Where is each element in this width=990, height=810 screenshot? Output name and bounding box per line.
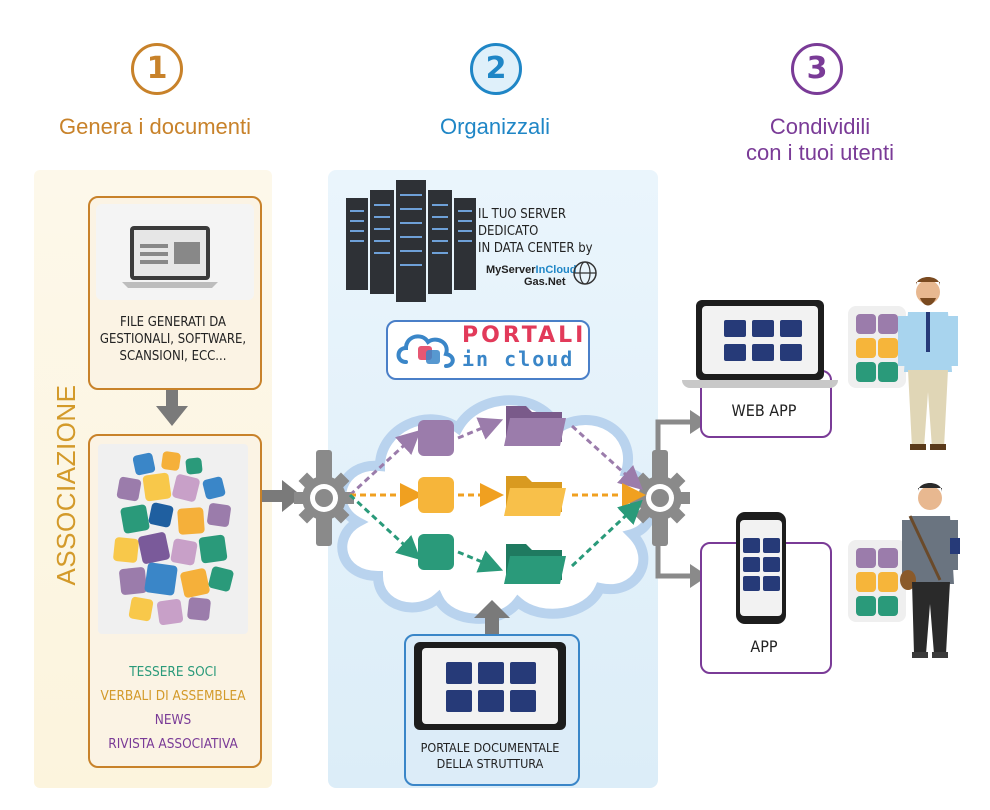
brand-part2: InCloud — [535, 264, 577, 276]
phone-btn-5 — [743, 576, 760, 591]
webapp-tile-purple-2 — [878, 314, 898, 334]
server-text-line2: IN DATA CENTER by — [478, 241, 593, 256]
output-connectors — [655, 410, 708, 588]
user-man-1-icon — [898, 277, 958, 450]
doc-type-tessere: TESSERE SOCI — [129, 664, 217, 680]
tablet-screen — [422, 648, 558, 724]
doc-type-verbali: VERBALI DI ASSEMBLEA — [100, 688, 246, 704]
step-3-title: Condividili con i tuoi utenti — [700, 114, 940, 166]
tablet-btn-5 — [478, 690, 504, 712]
right-arrow-icon — [262, 480, 302, 512]
cloud-logo-icon — [396, 334, 455, 368]
tablet-btn-6 — [510, 690, 536, 712]
folder-orange-icon — [504, 476, 566, 516]
app-tile-purple-2 — [878, 548, 898, 568]
step-1-title: Genera i documenti — [59, 114, 251, 139]
webapp-tile-green-1 — [856, 362, 876, 382]
step-3-number: 3 — [791, 43, 843, 95]
step-2-title: Organizzali — [439, 114, 551, 139]
files-label-line2: GESTIONALI, SOFTWARE, — [99, 332, 247, 347]
webapp-btn-4 — [724, 344, 746, 361]
webapp-label: WEB APP — [731, 401, 797, 420]
up-arrow-icon — [474, 600, 510, 636]
globe-icon — [573, 261, 597, 285]
tablet-btn-2 — [478, 662, 504, 684]
phone-btn-2 — [763, 538, 780, 553]
doc-type-news: NEWS — [154, 712, 192, 728]
app-label: APP — [750, 637, 778, 656]
portal-logo-line2: in cloud — [462, 347, 575, 371]
down-arrow-icon — [156, 390, 188, 426]
phone-btn-6 — [763, 576, 780, 591]
app-tile-green-1 — [856, 596, 876, 616]
folder-green-icon — [504, 544, 566, 584]
tablet-btn-4 — [446, 690, 472, 712]
webapp-tile-orange-2 — [878, 338, 898, 358]
laptop-webapp-screen — [702, 306, 818, 374]
portal-label: PORTALE DOCUMENTALE DELLA STRUTTURA — [406, 740, 574, 772]
brand-part1: MyServer — [486, 264, 536, 276]
folder-purple-icon — [504, 406, 566, 446]
user-man-2-icon — [900, 483, 960, 658]
portal-logo-line1: PORTALI — [462, 323, 587, 348]
files-label: FILE GENERATI DA GESTIONALI, SOFTWARE, S… — [90, 314, 256, 365]
webapp-btn-3 — [780, 320, 802, 337]
output-gear-icon — [630, 450, 690, 546]
laptop-webapp-base — [682, 380, 838, 388]
webapp-tile-purple-1 — [856, 314, 876, 334]
brand-part3: Gas.Net — [524, 276, 566, 288]
tablet-btn-3 — [510, 662, 536, 684]
server-rack-icon — [346, 180, 476, 302]
portal-label-line2: DELLA STRUTTURA — [436, 756, 544, 771]
server-text: IL TUO SERVER DEDICATO IN DATA CENTER by — [478, 206, 628, 257]
tablet-btn-1 — [446, 662, 472, 684]
server-text-line1: IL TUO SERVER DEDICATO — [478, 207, 567, 239]
webapp-btn-2 — [752, 320, 774, 337]
document-tiles — [113, 451, 234, 626]
step-1-number: 1 — [131, 43, 183, 95]
webapp-tile-green-2 — [878, 362, 898, 382]
side-label: ASSOCIAZIONE — [51, 384, 81, 586]
portal-label-line1: PORTALE DOCUMENTALE — [420, 740, 560, 755]
app-tile-orange-2 — [878, 572, 898, 592]
step-2-number: 2 — [470, 43, 522, 95]
input-gear-icon — [294, 450, 354, 546]
server-brand-logo: MyServerInCloud Gas.Net — [486, 264, 596, 298]
phone-btn-1 — [743, 538, 760, 553]
step-3-title-line1: Condividili — [769, 114, 871, 139]
webapp-btn-5 — [752, 344, 774, 361]
phone-btn-4 — [763, 557, 780, 572]
step-3-title-line2: con i tuoi utenti — [746, 140, 894, 165]
webapp-btn-6 — [780, 344, 802, 361]
webapp-tile-orange-1 — [856, 338, 876, 358]
app-tile-orange-1 — [856, 572, 876, 592]
document-types-list: TESSERE SOCI VERBALI DI ASSEMBLEA NEWS R… — [90, 660, 256, 756]
phone-btn-3 — [743, 557, 760, 572]
app-tile-purple-1 — [856, 548, 876, 568]
files-label-line3: SCANSIONI, ECC... — [119, 349, 227, 364]
webapp-btn-1 — [724, 320, 746, 337]
files-label-line1: FILE GENERATI DA — [119, 315, 227, 330]
doc-type-rivista: RIVISTA ASSOCIATIVA — [108, 736, 238, 752]
app-tile-green-2 — [878, 596, 898, 616]
laptop-icon — [122, 226, 218, 288]
flow-diagram — [348, 406, 646, 584]
portal-logo-text: PORTALI in cloud — [462, 323, 587, 371]
